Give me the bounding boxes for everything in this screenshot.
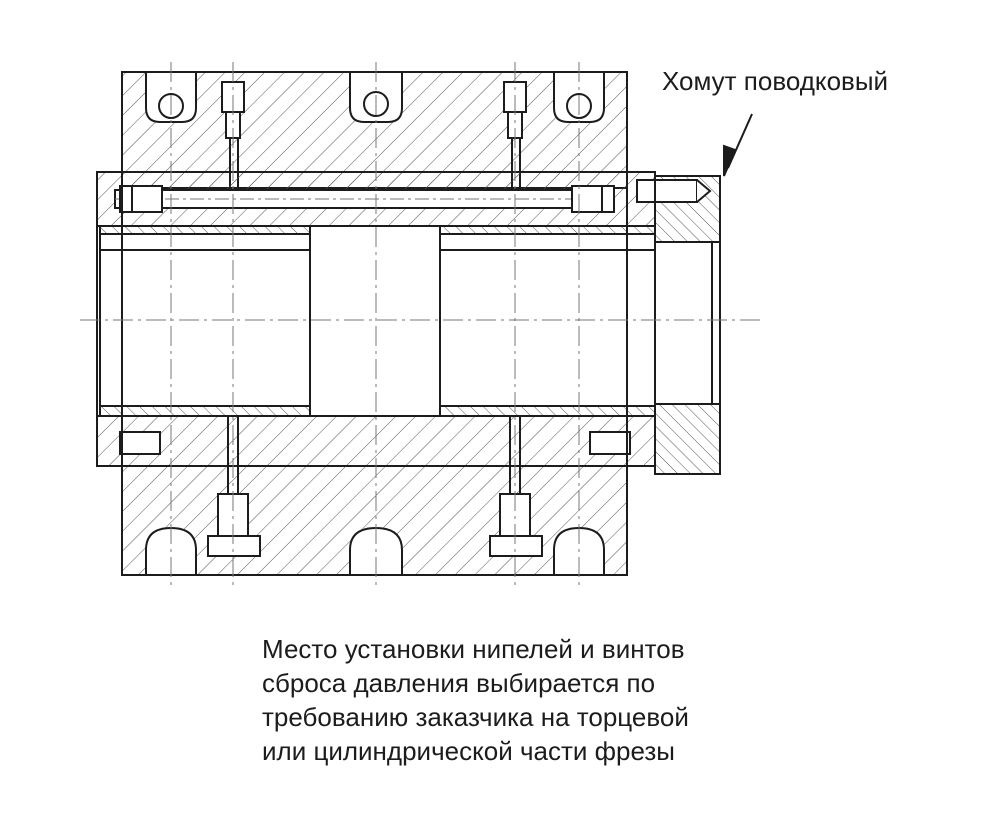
note-line: или цилиндрической части фрезы [262,736,675,766]
note-line: сброса давления выбирается по [262,668,656,698]
installation-note: Место установки нипелей и винтов сброса … [262,632,689,768]
pressure-relief-screw-left [119,185,163,213]
grease-nipple-top-left [221,81,245,188]
callout-leader [723,113,753,177]
centerlines [80,62,760,590]
driving-collar [636,175,721,475]
bore-left [99,225,311,417]
driving-collar-label: Хомут поводковый [662,66,889,96]
upper-body-section [121,71,628,189]
note-line: требованию заказчика на торцевой [262,702,689,732]
bore-center-gap [309,225,441,417]
lower-channel [96,415,656,467]
lower-body-section [121,465,628,576]
bore-right [439,225,656,417]
pressure-relief-screw-right [571,185,615,213]
note-line: Место установки нипелей и винтов [262,634,685,664]
